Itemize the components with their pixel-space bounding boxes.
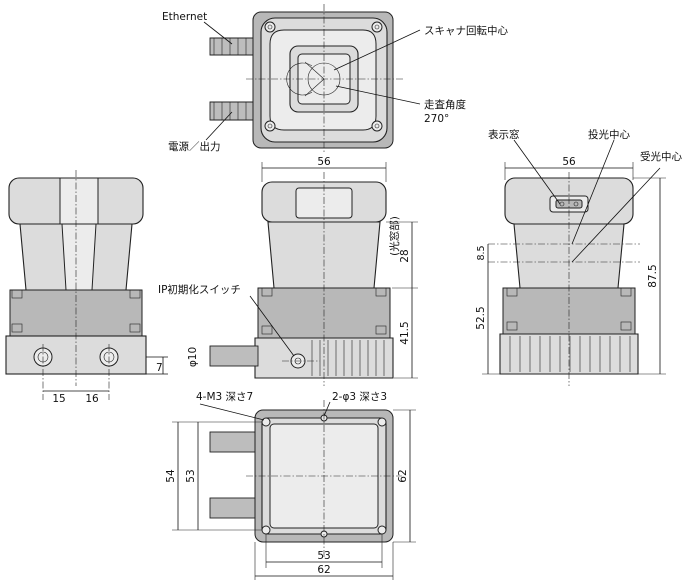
dim-left-conn-2: 16: [85, 393, 99, 405]
dim-bottom-53-v: 53: [185, 469, 197, 482]
pin-holes-label: 2-φ3 深さ3: [332, 391, 387, 403]
right-view: [482, 139, 666, 386]
ip-switch-label: IP初期化スイッチ: [158, 283, 241, 296]
dim-front-window-height: 28: [399, 249, 411, 262]
window-part-label: (光窓部): [388, 216, 401, 256]
dim-side-total: 87.5: [647, 264, 659, 287]
emitter-center-label: 投光中心: [588, 128, 630, 141]
dim-cable-diameter: φ10: [187, 347, 199, 367]
left-view: [5, 170, 168, 400]
scan-angle-value: 270°: [424, 113, 449, 125]
dim-bottom-54: 54: [165, 469, 177, 483]
dim-connector-offset: 7: [156, 362, 163, 374]
dim-left-conn-1: 15: [52, 393, 65, 405]
top-view: [203, 4, 421, 152]
scan-angle-label: 走査角度: [424, 98, 466, 111]
mount-holes-label: 4-M3 深さ7: [196, 391, 253, 403]
dim-side-8-5: 8.5: [476, 245, 487, 260]
front-view: [209, 162, 418, 386]
dim-bottom-62-v: 62: [397, 469, 409, 482]
dim-front-lower-height: 41.5: [399, 321, 411, 344]
dim-front-width: 56: [317, 156, 331, 168]
bottom-view: [172, 400, 416, 580]
scanner-center-label: スキャナ回転中心: [424, 24, 508, 37]
dim-bottom-62-h: 62: [317, 564, 330, 576]
dim-side-width: 56: [562, 156, 576, 168]
receiver-center-label: 受光中心: [640, 150, 682, 163]
ethernet-label: Ethernet: [162, 11, 207, 23]
dim-bottom-53-h: 53: [317, 550, 330, 562]
display-window-label: 表示窓: [488, 128, 520, 141]
power-output-label: 電源／出力: [168, 140, 221, 153]
dim-side-52-5: 52.5: [475, 306, 487, 329]
